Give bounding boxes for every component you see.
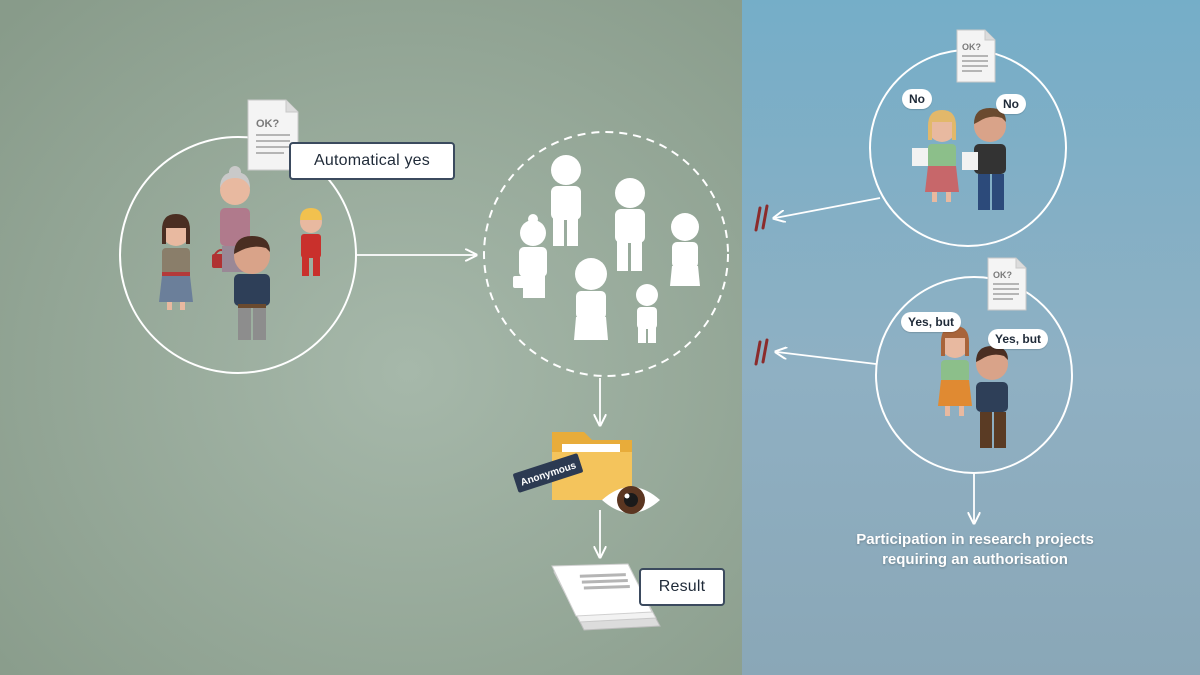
result-documents-icon	[551, 563, 661, 631]
person-silhouette-icon	[615, 178, 645, 271]
person-icon	[976, 346, 1008, 448]
arrow-conditional	[777, 352, 877, 365]
speech-bubble-no-right: No	[996, 94, 1026, 114]
authorisation-caption: Participation in research projects requi…	[830, 530, 1120, 570]
person-silhouette-icon	[513, 214, 547, 298]
person-icon	[159, 214, 193, 310]
arrow-refusal	[775, 197, 881, 218]
document-ok-text-bottom: OK?	[993, 270, 1012, 280]
right-panel-background	[742, 0, 1200, 675]
person-silhouette-icon	[551, 155, 581, 246]
person-icon	[300, 208, 322, 276]
person-icon	[938, 326, 972, 416]
anonymised-circle	[483, 131, 729, 377]
conditional-circle	[875, 276, 1073, 474]
speech-bubble-yes-but-right: Yes, but	[988, 329, 1049, 349]
person-icon	[234, 236, 270, 340]
stop-mark-icon	[754, 204, 769, 232]
person-icon	[962, 108, 1006, 210]
left-panel-background	[0, 0, 742, 675]
stop-mark-icon	[754, 338, 769, 366]
document-ok-text-top: OK?	[962, 42, 981, 52]
speech-bubble-no-left: No	[902, 89, 932, 109]
document-icon: OK?	[987, 257, 1027, 311]
person-icon	[212, 166, 250, 272]
document-icon: OK?	[956, 29, 996, 83]
speech-bubble-yes-but-left: Yes, but	[901, 312, 962, 332]
document-ok-text: OK?	[256, 118, 280, 130]
eye-icon	[602, 486, 660, 514]
document-icon: OK?	[247, 99, 299, 171]
authorisation-caption-line2: requiring an authorisation	[882, 551, 1068, 568]
authorisation-caption-line1: Participation in research projects	[856, 531, 1094, 548]
person-icon	[912, 110, 959, 202]
result-label: Result	[639, 568, 725, 606]
automatic-yes-label: Automatical yes	[289, 142, 455, 180]
person-silhouette-icon	[670, 213, 700, 286]
person-silhouette-icon	[574, 258, 608, 340]
person-silhouette-icon	[636, 284, 658, 343]
